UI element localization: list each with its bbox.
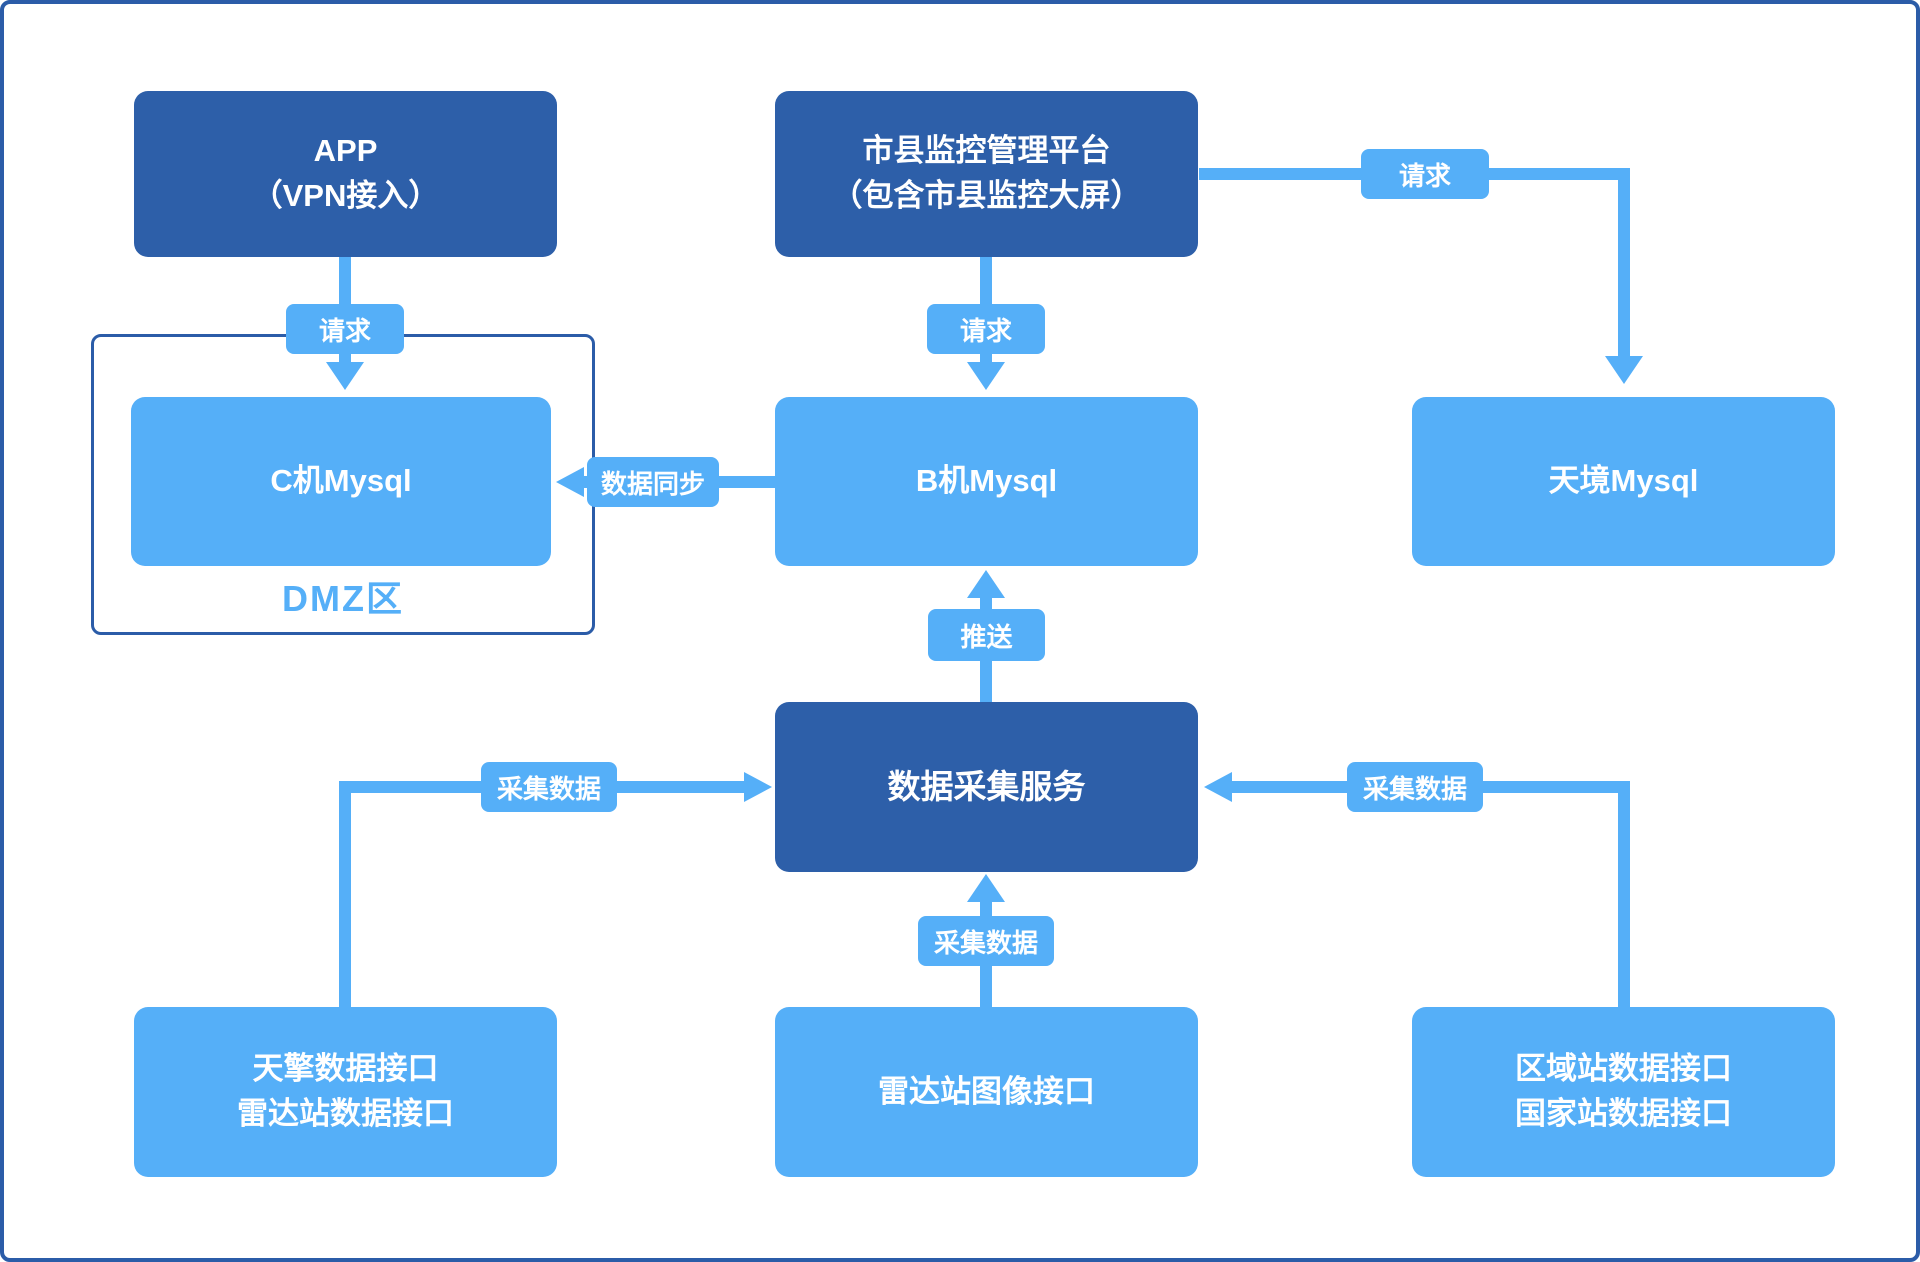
node-city-monitor-platform: 市县监控管理平台 （包含市县监控大屏）: [775, 91, 1198, 257]
arrowhead-left-icon: [556, 467, 584, 497]
node-sky-mysql: 天境Mysql: [1412, 397, 1835, 566]
edge-label-request: 请求: [1361, 149, 1489, 199]
node-tianqing-line2: 雷达站数据接口: [237, 1096, 454, 1131]
edge-label-request: 请求: [927, 304, 1045, 354]
node-radar-image-interface: 雷达站图像接口: [775, 1007, 1198, 1177]
node-app-line2: （VPN接入）: [251, 178, 440, 213]
edge-label-collect-data: 采集数据: [1347, 762, 1483, 812]
edge-label-request: 请求: [286, 304, 404, 354]
arrowhead-up-icon: [967, 874, 1005, 902]
node-data-collection-service: 数据采集服务: [775, 702, 1198, 872]
edge-platform-to-sky-line-vertical: [1618, 168, 1630, 358]
arrowhead-down-icon: [1605, 356, 1643, 384]
edge-label-collect-data: 采集数据: [481, 762, 617, 812]
node-collector-label: 数据采集服务: [887, 768, 1086, 806]
edge-label-data-sync: 数据同步: [587, 457, 719, 507]
node-c-mysql-label: C机Mysql: [270, 463, 412, 499]
dmz-zone-label: DMZ区: [282, 578, 404, 619]
node-b-mysql: B机Mysql: [775, 397, 1198, 566]
node-app-line1: APP: [313, 133, 378, 169]
node-regional-line2: 国家站数据接口: [1515, 1096, 1732, 1131]
edge-regional-to-collector-line-vertical: [1618, 781, 1630, 1007]
node-radar-image-label: 雷达站图像接口: [878, 1073, 1095, 1109]
arrowhead-left-icon: [1204, 772, 1232, 802]
node-tianqing-radar-interface: 天擎数据接口 雷达站数据接口: [134, 1007, 557, 1177]
node-c-mysql: C机Mysql: [131, 397, 551, 566]
node-regional-line1: 区域站数据接口: [1515, 1051, 1732, 1087]
edge-label-push: 推送: [928, 609, 1045, 661]
edge-label-collect-data: 采集数据: [918, 916, 1054, 966]
arrowhead-down-icon: [326, 362, 364, 390]
node-platform-line2: （包含市县监控大屏）: [831, 178, 1142, 213]
node-b-mysql-label: B机Mysql: [915, 463, 1058, 499]
arrowhead-up-icon: [967, 570, 1005, 598]
arrowhead-right-icon: [744, 772, 772, 802]
node-regional-national-interface: 区域站数据接口 国家站数据接口: [1412, 1007, 1835, 1177]
arrowhead-down-icon: [967, 362, 1005, 390]
node-platform-line1: 市县监控管理平台: [862, 133, 1111, 169]
edge-tianqing-to-collector-line-vertical: [339, 781, 351, 1007]
node-sky-mysql-label: 天境Mysql: [1548, 463, 1699, 499]
node-tianqing-line1: 天擎数据接口: [252, 1051, 439, 1087]
node-app-vpn: APP （VPN接入）: [134, 91, 557, 257]
